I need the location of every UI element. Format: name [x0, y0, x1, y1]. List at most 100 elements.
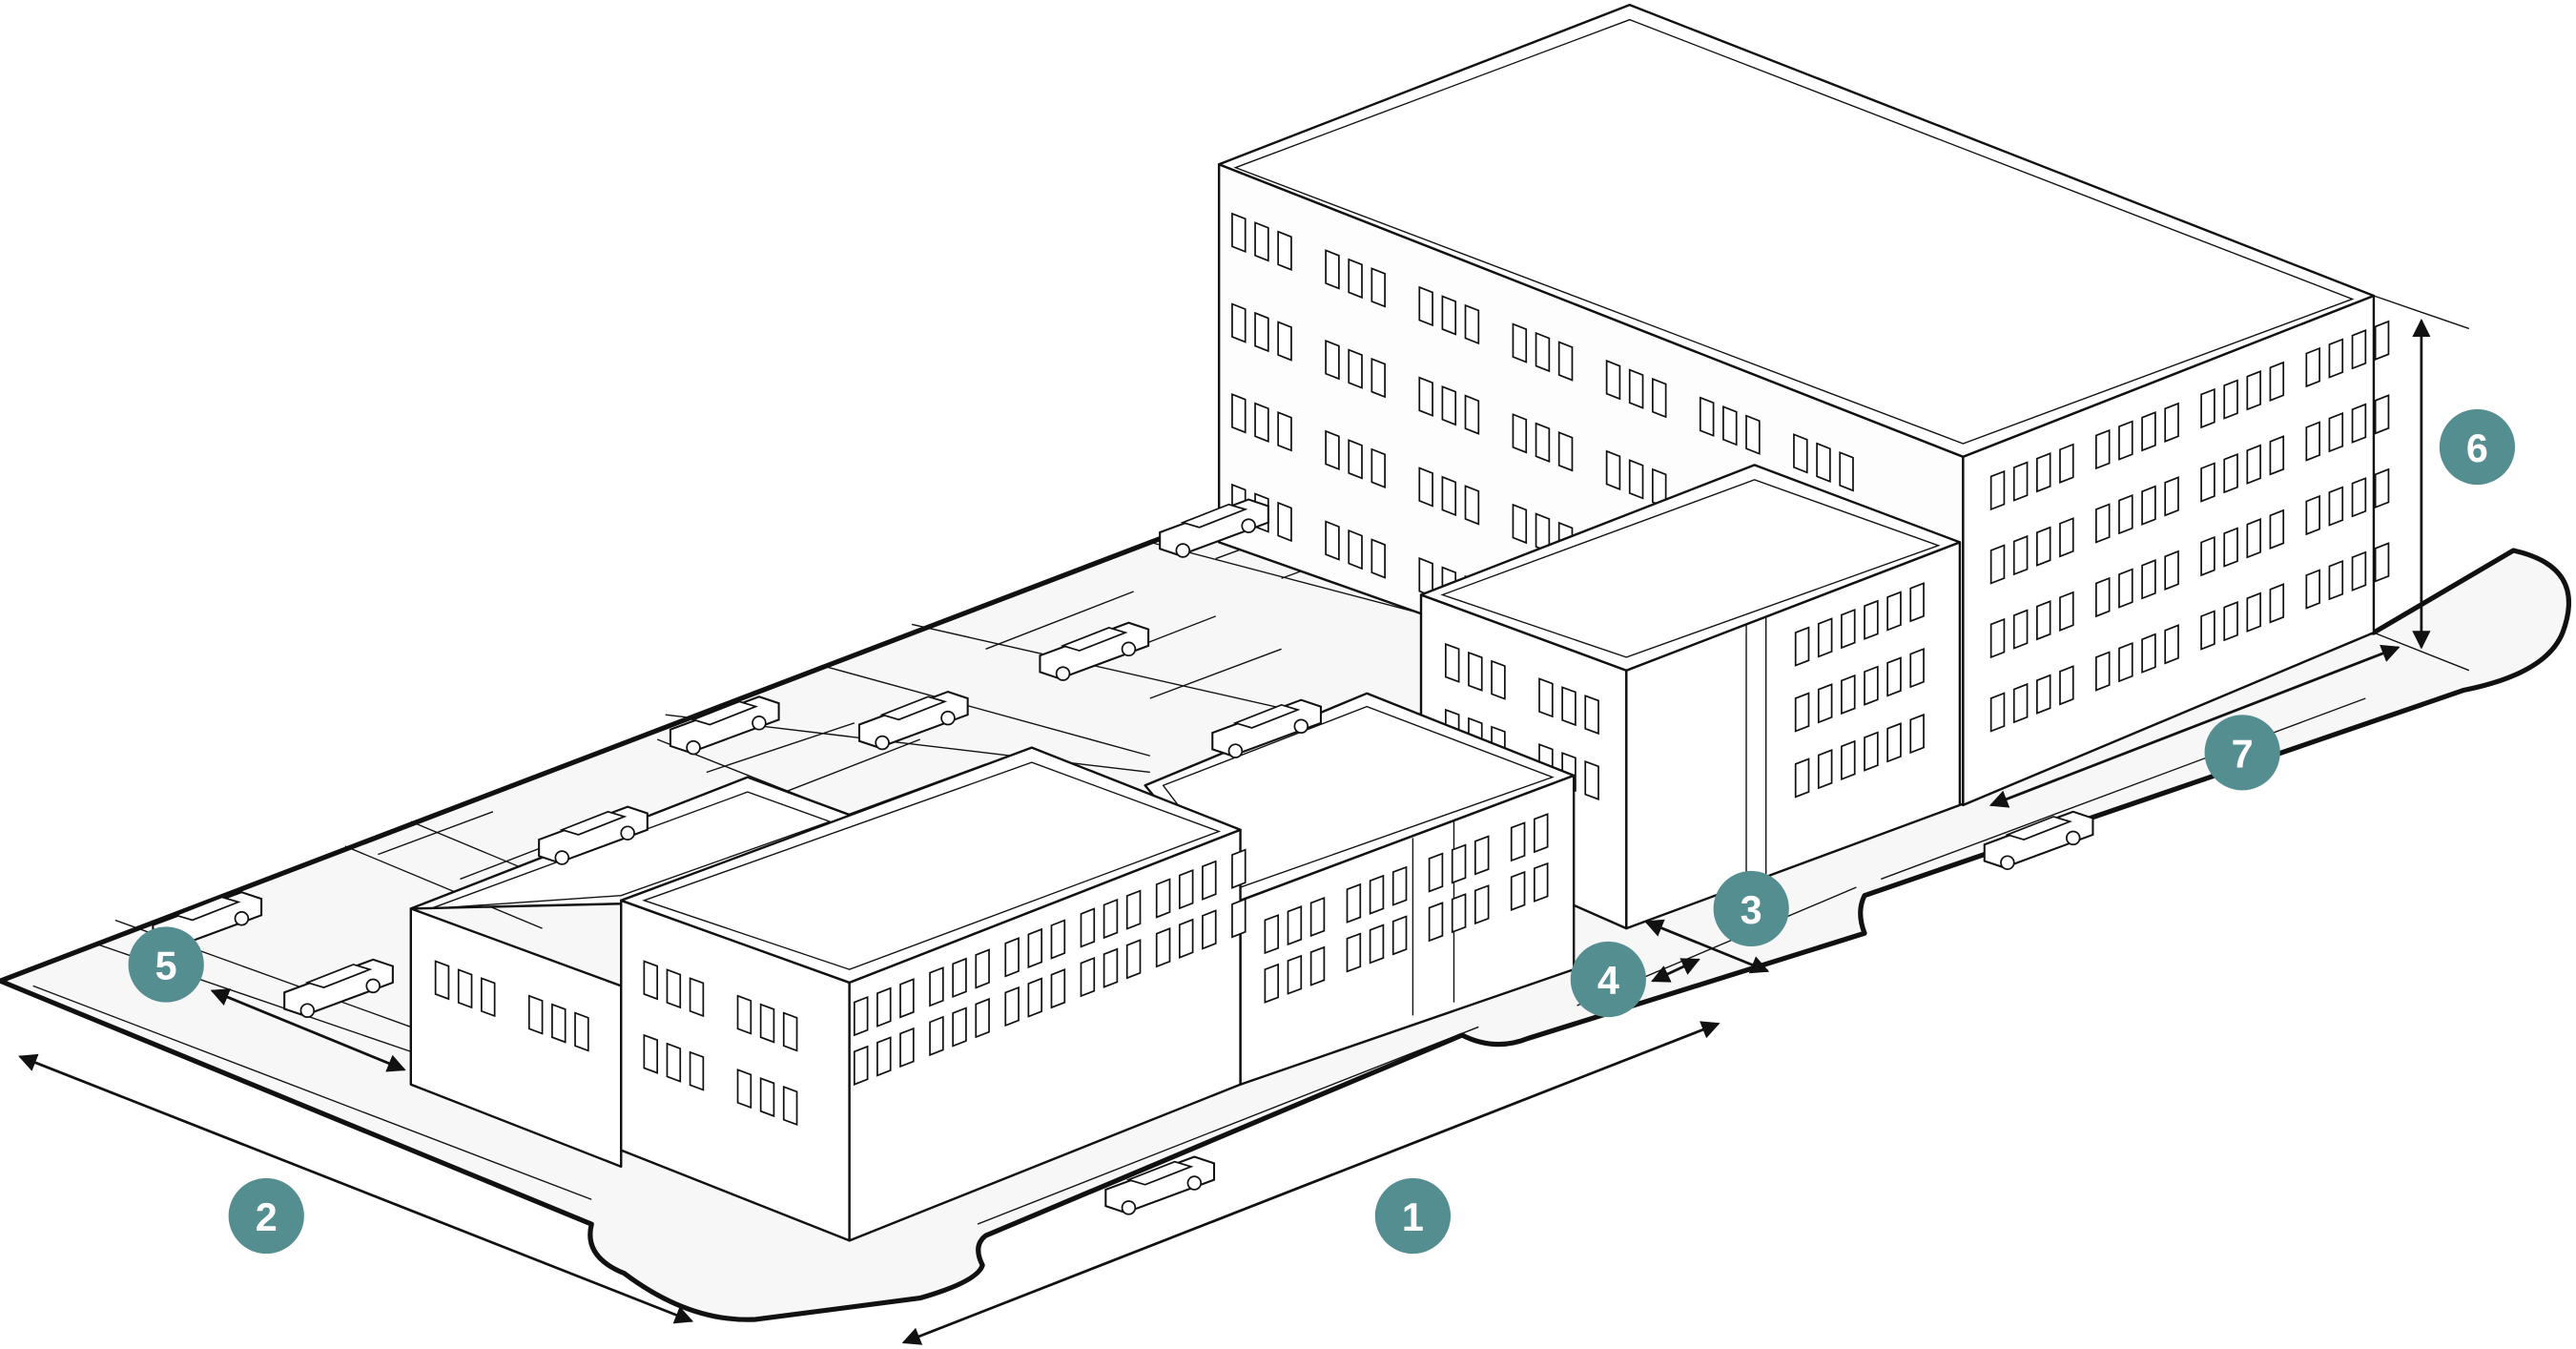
- window: [1254, 311, 1269, 353]
- window: [1510, 821, 1526, 862]
- window: [574, 1011, 589, 1052]
- window: [1886, 591, 1902, 632]
- window: [1909, 582, 1925, 623]
- window: [1533, 861, 1549, 903]
- window: [853, 995, 869, 1037]
- window: [1348, 529, 1363, 571]
- window: [1391, 865, 1408, 906]
- window: [1346, 882, 1362, 924]
- window: [480, 977, 496, 1018]
- window: [1125, 939, 1142, 980]
- window: [1491, 659, 1506, 700]
- callout-4: 4: [1570, 941, 1646, 1018]
- window: [929, 1015, 944, 1057]
- window: [2095, 651, 2111, 692]
- window: [1817, 617, 1833, 658]
- window: [1348, 348, 1363, 389]
- dimension-arrow-5: [210, 988, 406, 1072]
- window: [1841, 674, 1856, 716]
- window: [1473, 884, 1490, 925]
- window: [975, 948, 990, 989]
- window: [1231, 898, 1247, 939]
- window: [1050, 968, 1066, 1009]
- window: [2141, 411, 2156, 452]
- svg-text:6: 6: [2466, 426, 2488, 470]
- window: [1441, 295, 1457, 336]
- window: [1428, 852, 1444, 893]
- window: [2164, 402, 2179, 443]
- window: [1473, 835, 1490, 876]
- window: [1464, 394, 1480, 435]
- window: [2351, 477, 2367, 518]
- window: [1004, 937, 1020, 978]
- window: [1989, 617, 2006, 659]
- window: [643, 960, 659, 1001]
- window: [1451, 893, 1467, 934]
- svg-text:2: 2: [256, 1195, 278, 1239]
- window: [1254, 402, 1269, 443]
- window: [2223, 379, 2238, 420]
- window: [1309, 945, 1326, 986]
- window: [1428, 902, 1444, 943]
- window: [1254, 221, 1269, 262]
- dimension-arrow-3: [1644, 919, 1770, 974]
- window: [1989, 544, 2006, 585]
- window: [1535, 331, 1551, 373]
- window: [2036, 452, 2051, 493]
- window: [2164, 476, 2179, 517]
- window: [2269, 361, 2285, 402]
- window: [2328, 486, 2344, 527]
- window: [2059, 443, 2074, 484]
- window: [1325, 339, 1340, 381]
- dimension-lines: [18, 295, 2470, 1345]
- window: [1464, 485, 1480, 526]
- callout-6: 6: [2439, 408, 2516, 486]
- window: [2328, 338, 2344, 379]
- window: [2305, 346, 2320, 388]
- window: [1538, 677, 1554, 718]
- window: [1557, 431, 1574, 472]
- window: [1745, 414, 1761, 455]
- window: [1989, 692, 2006, 733]
- window: [1103, 898, 1119, 940]
- window: [736, 994, 752, 1035]
- window: [2246, 444, 2261, 485]
- window: [2305, 421, 2320, 462]
- window: [1533, 813, 1549, 854]
- window: [2246, 518, 2261, 559]
- window: [527, 994, 544, 1035]
- window: [2351, 403, 2367, 444]
- window: [1080, 956, 1096, 998]
- window: [1535, 422, 1551, 463]
- window: [1584, 759, 1599, 800]
- window: [2012, 534, 2029, 576]
- window: [782, 1085, 798, 1126]
- window: [1864, 665, 1879, 706]
- window: [2223, 527, 2238, 568]
- car-icon: [1039, 621, 1150, 681]
- window: [1816, 442, 1831, 483]
- window: [2036, 526, 2051, 567]
- window: [1557, 341, 1574, 382]
- window: [2200, 535, 2215, 577]
- window: [1451, 843, 1467, 884]
- window: [1346, 932, 1362, 973]
- callout-2: 2: [228, 1177, 304, 1255]
- window: [2118, 420, 2133, 461]
- window: [2246, 591, 2261, 633]
- window: [1178, 868, 1194, 910]
- window: [1202, 909, 1217, 950]
- dimension-arrow-2: [18, 1053, 694, 1324]
- svg-text:1: 1: [1402, 1195, 1424, 1239]
- window: [2118, 493, 2133, 535]
- car-icon: [857, 690, 969, 751]
- window: [2305, 569, 2320, 610]
- window: [1817, 749, 1833, 790]
- window: [1348, 258, 1363, 300]
- window: [2095, 576, 2111, 618]
- window: [1287, 954, 1303, 995]
- window: [2059, 665, 2074, 706]
- window: [1418, 467, 1433, 508]
- window: [2269, 435, 2285, 476]
